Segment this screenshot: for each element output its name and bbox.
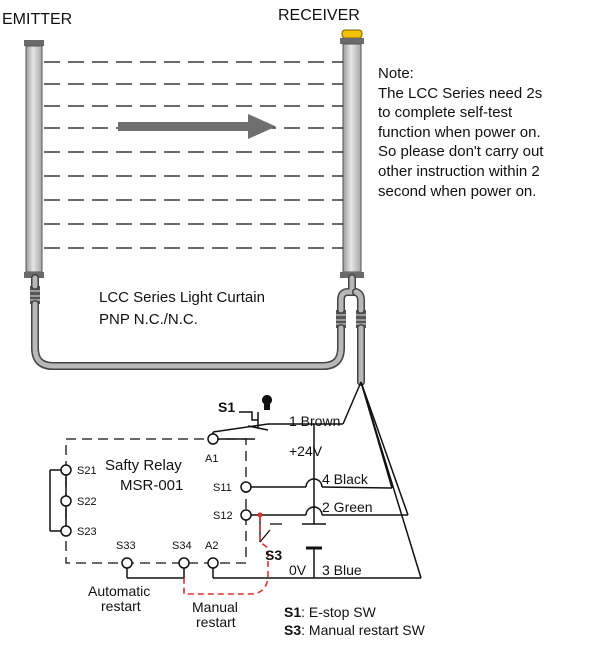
curtain-type: PNP N.C./N.C. <box>99 311 198 328</box>
s3-label: S3 <box>265 547 282 563</box>
wire-4-black: 4 Black <box>322 471 369 487</box>
zero-v-label: 0V <box>289 562 307 578</box>
terminal-s21: S21 <box>77 465 97 477</box>
receiver-bar <box>340 38 364 278</box>
note-line: So please don't carry out <box>378 143 544 161</box>
receiver-label: RECEIVER <box>278 7 360 24</box>
terminal-a2: A2 <box>205 540 218 552</box>
legend-s3: S3: Manual restart SW <box>284 622 425 638</box>
wire-2-green: 2 Green <box>322 499 373 515</box>
plus24-label: +24V <box>289 443 323 459</box>
relay-terminals <box>60 433 252 569</box>
terminal-s34: S34 <box>172 540 192 552</box>
note-line: to complete self-test <box>378 104 513 122</box>
mushroom-button-icon <box>262 395 272 410</box>
manual-label: Manual <box>192 599 238 615</box>
legend-s1: S1: E-stop SW <box>284 604 376 620</box>
automatic-label: Automatic <box>88 583 150 599</box>
terminal-a1: A1 <box>205 453 218 465</box>
manual-restart-wire <box>183 515 269 595</box>
emitter-label: EMITTER <box>2 11 72 28</box>
beam-direction-arrow <box>118 114 276 139</box>
cable-connectors <box>30 286 366 328</box>
switch-legend: S1: E-stop SW S3: Manual restart SW <box>284 603 425 639</box>
terminal-s33: S33 <box>116 540 136 552</box>
terminal-s11: S11 <box>213 482 232 494</box>
note-line: function when power on. <box>378 123 541 141</box>
note-line: second when power on. <box>378 182 537 200</box>
light-beams <box>44 61 343 249</box>
note-block: Note: The LCC Series need 2s to complete… <box>378 64 593 201</box>
power-supply-symbol <box>302 500 326 550</box>
terminal-s12: S12 <box>213 510 233 522</box>
note-line: The LCC Series need 2s <box>378 84 543 102</box>
automatic-restart-label: restart <box>101 598 141 614</box>
relay-model: MSR-001 <box>120 477 183 494</box>
s3-switch <box>257 512 282 543</box>
s1-estop-switch <box>239 411 269 431</box>
note-line: Note: <box>378 65 414 82</box>
wire-3-blue: 3 Blue <box>322 562 362 578</box>
wire-1-brown: 1 Brown <box>289 413 340 429</box>
terminal-s22: S22 <box>77 496 97 508</box>
indicator-light <box>341 29 363 39</box>
emitter-bar <box>24 40 44 278</box>
fanout-wires <box>342 381 422 579</box>
s1-label: S1 <box>218 399 235 415</box>
terminal-s23: S23 <box>77 526 97 538</box>
relay-name: Safty Relay <box>105 457 182 474</box>
manual-restart-label: restart <box>196 614 236 630</box>
curtain-name: LCC Series Light Curtain <box>99 289 265 306</box>
note-line: other instruction within 2 <box>378 162 540 180</box>
sensor-cables <box>31 274 365 386</box>
